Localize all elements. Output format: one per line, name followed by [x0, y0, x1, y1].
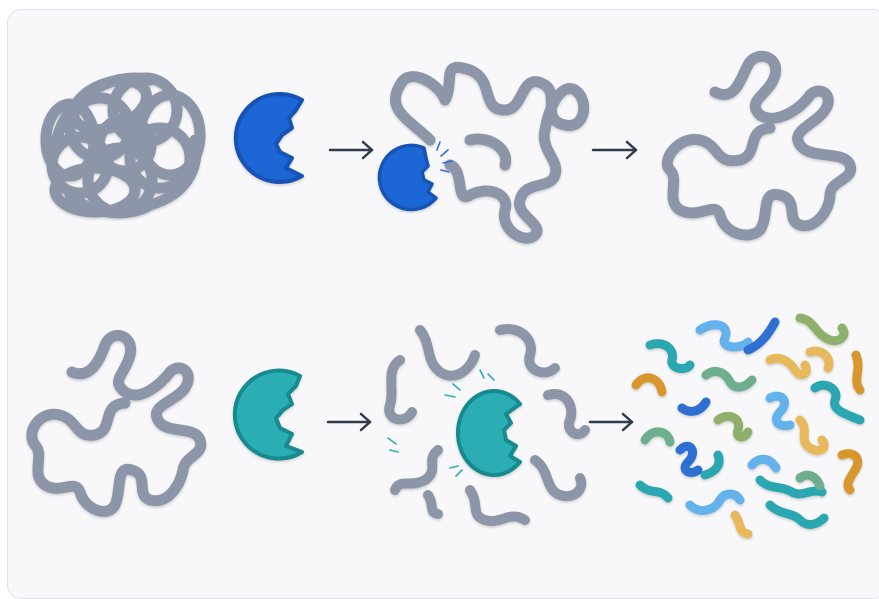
teal-enzyme-active: [455, 389, 522, 477]
unfolded-chain: [661, 50, 857, 241]
blue-enzyme: [233, 92, 304, 184]
arrow-icon: [591, 140, 638, 160]
cleaving-chain: [384, 324, 590, 527]
arrow-icon: [588, 412, 634, 432]
unfolded-chain-input: [26, 329, 207, 517]
cleave-spark-icon: [387, 369, 495, 477]
teal-enzyme: [232, 368, 304, 461]
blue-enzyme-small: [377, 143, 438, 212]
peptide-fragments: [631, 313, 865, 539]
arrow-icon: [326, 412, 372, 432]
cleave-spark-icon: [436, 141, 453, 173]
arrow-icon: [328, 140, 374, 160]
tangled-protein: [40, 72, 206, 219]
unfolding-protein: [389, 61, 590, 244]
